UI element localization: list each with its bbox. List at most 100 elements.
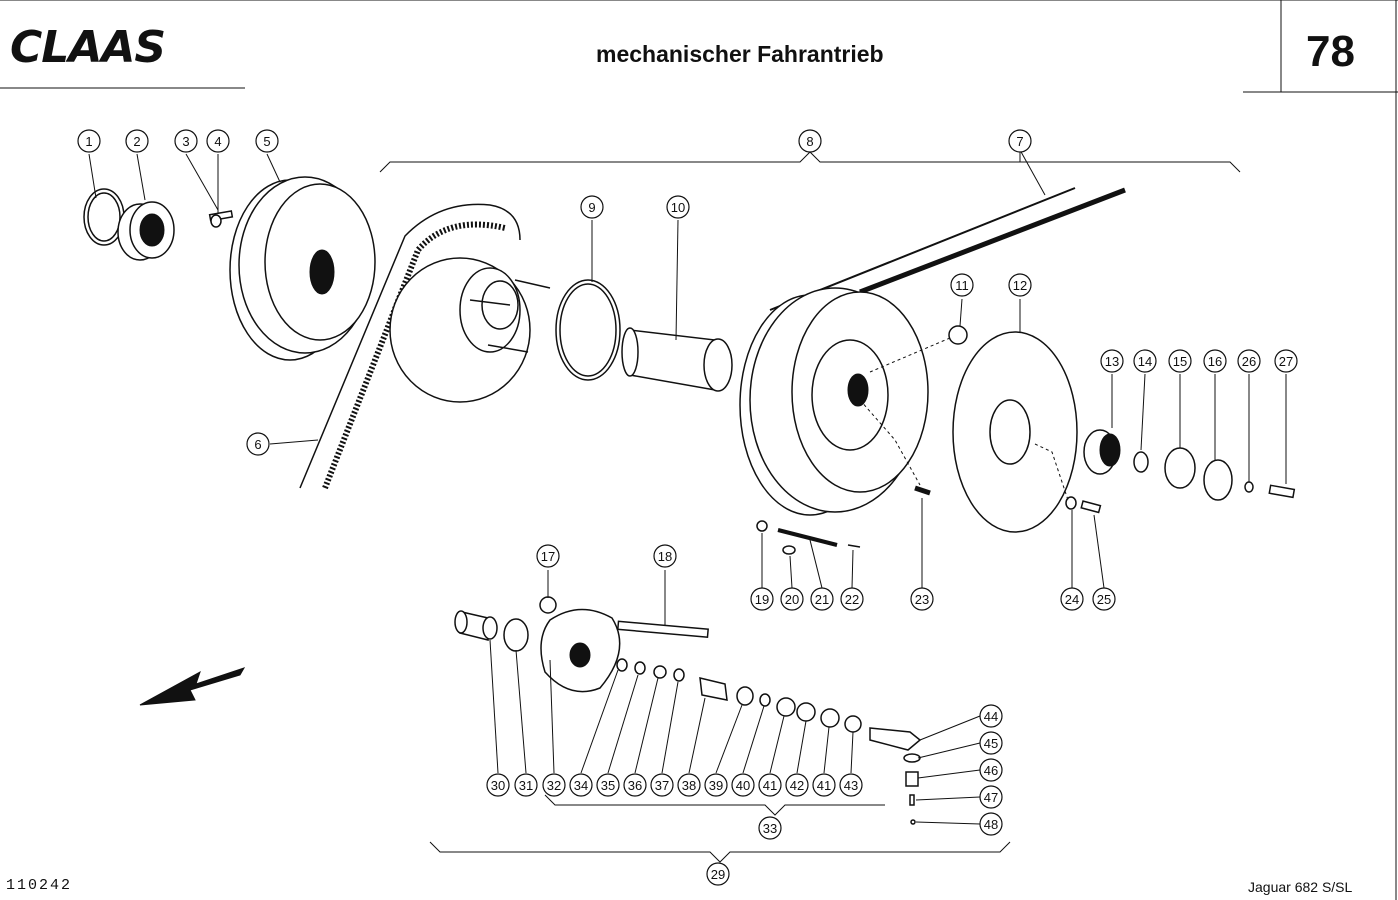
callout-7: 7 <box>1008 129 1032 153</box>
callout-21: 21 <box>810 587 834 611</box>
svg-text:2: 2 <box>133 134 140 149</box>
callout-2: 2 <box>125 129 149 153</box>
callout-10: 10 <box>666 195 690 219</box>
svg-text:3: 3 <box>182 134 189 149</box>
svg-text:25: 25 <box>1097 592 1111 607</box>
model-label: Jaguar 682 S/SL <box>1248 879 1353 895</box>
svg-text:11: 11 <box>955 278 969 293</box>
svg-text:42: 42 <box>790 778 804 793</box>
page-title: mechanischer Fahrantrieb <box>596 41 884 67</box>
callout-12: 12 <box>1008 273 1032 297</box>
svg-text:12: 12 <box>1013 278 1027 293</box>
svg-text:47: 47 <box>984 790 998 805</box>
svg-text:31: 31 <box>519 778 533 793</box>
svg-text:6: 6 <box>254 437 261 452</box>
callout-16: 16 <box>1203 349 1227 373</box>
callout-14: 14 <box>1133 349 1157 373</box>
callout-44: 44 <box>979 704 1003 728</box>
svg-text:44: 44 <box>984 709 998 724</box>
svg-text:39: 39 <box>709 778 723 793</box>
callout-36: 36 <box>623 773 647 797</box>
callout-1: 1 <box>77 129 101 153</box>
svg-text:16: 16 <box>1208 354 1222 369</box>
svg-text:14: 14 <box>1138 354 1152 369</box>
callout-38: 38 <box>677 773 701 797</box>
brand-logo: CLAAS <box>10 22 165 73</box>
svg-text:23: 23 <box>915 592 929 607</box>
svg-text:37: 37 <box>655 778 669 793</box>
snap-ring-part <box>555 220 621 381</box>
callout-22: 22 <box>840 587 864 611</box>
callout-37: 37 <box>650 773 674 797</box>
bearing-stack-part <box>1083 373 1296 501</box>
svg-text:21: 21 <box>815 592 829 607</box>
svg-text:17: 17 <box>541 549 555 564</box>
callout-17: 17 <box>536 544 560 568</box>
callout-23: 23 <box>910 587 934 611</box>
svg-text:30: 30 <box>491 778 505 793</box>
callout-11: 11 <box>950 273 974 297</box>
callout-33: 33 <box>758 816 782 840</box>
callout-27: 27 <box>1274 349 1298 373</box>
svg-text:43: 43 <box>844 778 858 793</box>
callout-41b: 41 <box>812 773 836 797</box>
svg-text:32: 32 <box>547 778 561 793</box>
callout-19: 19 <box>750 587 774 611</box>
svg-text:24: 24 <box>1065 592 1079 607</box>
svg-text:1: 1 <box>85 134 92 149</box>
svg-text:36: 36 <box>628 778 642 793</box>
callout-13: 13 <box>1100 349 1124 373</box>
disc-part <box>952 299 1078 533</box>
lower-assembly-part <box>454 596 922 825</box>
svg-text:45: 45 <box>984 736 998 751</box>
callout-45: 45 <box>979 731 1003 755</box>
callout-31: 31 <box>514 773 538 797</box>
direction-arrow-icon <box>139 667 246 706</box>
svg-text:48: 48 <box>984 817 998 832</box>
svg-text:27: 27 <box>1279 354 1293 369</box>
svg-text:18: 18 <box>658 549 672 564</box>
callout-29: 29 <box>706 862 730 886</box>
callout-15: 15 <box>1168 349 1192 373</box>
v-belt-part <box>769 149 1126 311</box>
svg-text:20: 20 <box>785 592 799 607</box>
callout-41a: 41 <box>758 773 782 797</box>
callout-34: 34 <box>569 773 593 797</box>
callout-42: 42 <box>785 773 809 797</box>
svg-text:19: 19 <box>755 592 769 607</box>
callout-4: 4 <box>206 129 230 153</box>
bearing-part <box>117 153 175 261</box>
hub-part <box>389 257 551 403</box>
svg-text:40: 40 <box>736 778 750 793</box>
callout-47: 47 <box>979 785 1003 809</box>
svg-text:26: 26 <box>1242 354 1256 369</box>
nut-part <box>869 298 968 373</box>
callout-25: 25 <box>1092 587 1116 611</box>
callout-43: 43 <box>839 773 863 797</box>
svg-text:7: 7 <box>1016 134 1023 149</box>
callout-20: 20 <box>780 587 804 611</box>
callout-5: 5 <box>255 129 279 153</box>
callout-46: 46 <box>979 758 1003 782</box>
callout-48: 48 <box>979 812 1003 836</box>
pulley-part-8 <box>739 287 929 516</box>
callout-8: 8 <box>798 129 822 153</box>
svg-text:33: 33 <box>763 821 777 836</box>
svg-text:8: 8 <box>806 134 813 149</box>
svg-text:46: 46 <box>984 763 998 778</box>
svg-text:41: 41 <box>763 778 777 793</box>
page-number: 78 <box>1306 27 1355 76</box>
callout-35: 35 <box>596 773 620 797</box>
sleeve-part <box>621 219 733 392</box>
callout-32: 32 <box>542 773 566 797</box>
callout-39: 39 <box>704 773 728 797</box>
callout-6: 6 <box>246 432 270 456</box>
pin-set-part <box>756 399 1105 589</box>
svg-text:22: 22 <box>845 592 859 607</box>
svg-text:29: 29 <box>711 867 725 882</box>
svg-text:4: 4 <box>214 134 221 149</box>
callout-9: 9 <box>580 195 604 219</box>
callout-18: 18 <box>653 544 677 568</box>
callout-26: 26 <box>1237 349 1261 373</box>
